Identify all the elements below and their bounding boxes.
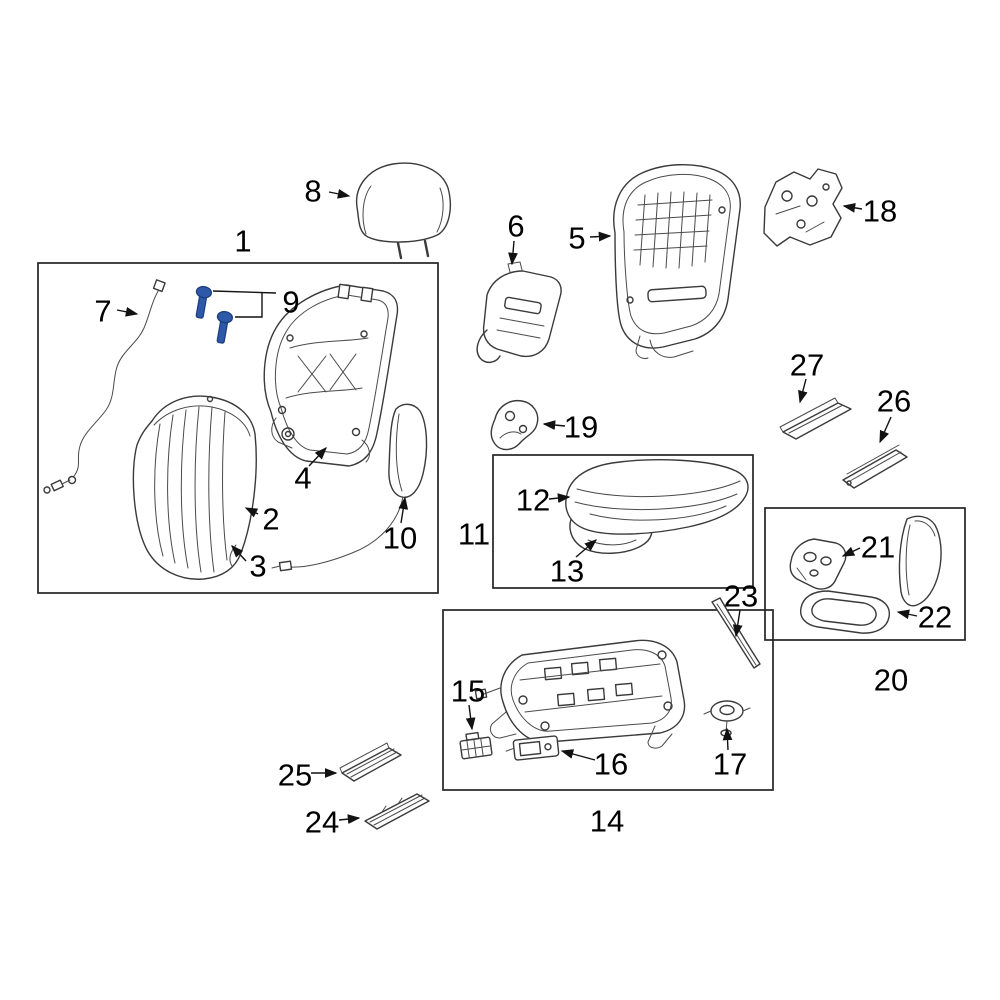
callout-17: 17 [713,747,747,782]
assembly-box-11 [492,454,754,589]
callout-21: 21 [861,530,895,565]
leader-3 [231,544,247,562]
part-14-track-assembly [474,639,686,749]
leader-19 [542,420,566,430]
part-22-bezel [799,590,891,634]
part-5-seatback-panel [613,163,741,359]
leader-15 [465,704,476,731]
leader-2 [244,507,259,518]
part-6-trim-panel [476,261,562,363]
callout-15: 15 [451,674,485,709]
leader-18 [842,203,863,213]
leader-26 [879,416,892,444]
leader-8 [328,188,351,199]
part-15-connector [459,731,493,760]
assembly-box-20 [764,507,966,641]
part-10-side-airbag [271,403,428,572]
leader-24 [338,814,361,824]
part-21-switch-plate [789,538,847,590]
part-24-trim-strip [364,793,430,830]
part-18-bracket [763,168,843,247]
callout-4: 4 [294,461,311,496]
leader-17 [722,727,733,751]
callout-24: 24 [305,805,339,840]
callout-12: 12 [516,483,550,518]
leader-9b [235,293,263,318]
callout-22: 22 [918,600,952,635]
callout-13: 13 [550,554,584,589]
leader-23 [732,609,743,638]
callout-1: 1 [234,224,251,259]
leader-12 [548,493,571,503]
callout-18: 18 [863,194,897,229]
part-8-headrest [355,162,451,260]
callout-9: 9 [282,285,299,320]
leader-10 [398,496,409,524]
callout-25: 25 [278,758,312,793]
leader-21 [841,546,861,557]
leader-6 [508,240,518,266]
assembly-box-14 [442,609,774,791]
callout-7: 7 [94,294,111,329]
callout-2: 2 [262,502,279,537]
callout-27: 27 [790,348,824,383]
callout-3: 3 [249,549,266,584]
callout-6: 6 [507,209,524,244]
leader-7 [116,306,139,317]
part-4-seatback-frame [263,283,399,467]
callout-labels: 1 2 3 4 5 6 7 8 9 10 11 12 13 14 15 16 1… [94,174,952,840]
part-27-trim-strip [779,397,852,440]
leader-5 [589,231,612,242]
assembly-box-1 [37,262,439,594]
part-2-3-seatback-cushion [132,395,257,580]
part-12-13-seat-cushion [565,459,749,554]
leader-9a [212,290,277,294]
callout-8: 8 [304,174,321,209]
leader-lines [116,188,918,824]
callout-23: 23 [724,579,758,614]
callout-26: 26 [877,384,911,419]
callout-14: 14 [590,804,624,839]
callout-20: 20 [874,663,908,698]
callout-11: 11 [458,517,490,552]
leader-27 [798,378,808,404]
leader-4 [308,446,327,467]
part-16-module [505,735,560,761]
part-20-side-shield [898,515,942,607]
callout-16: 16 [594,747,628,782]
part-7-wire-harness [43,279,166,494]
callout-19: 19 [564,410,598,445]
leader-13 [575,539,598,558]
part-25-trim-strip [339,742,402,782]
part-26-trim-strip [842,444,908,489]
leader-22 [896,609,918,620]
callout-5: 5 [568,221,585,256]
part-9-mounting-bolts [195,285,234,344]
callout-10: 10 [383,521,417,556]
leader-16 [560,749,596,761]
part-19-bracket [490,399,539,451]
